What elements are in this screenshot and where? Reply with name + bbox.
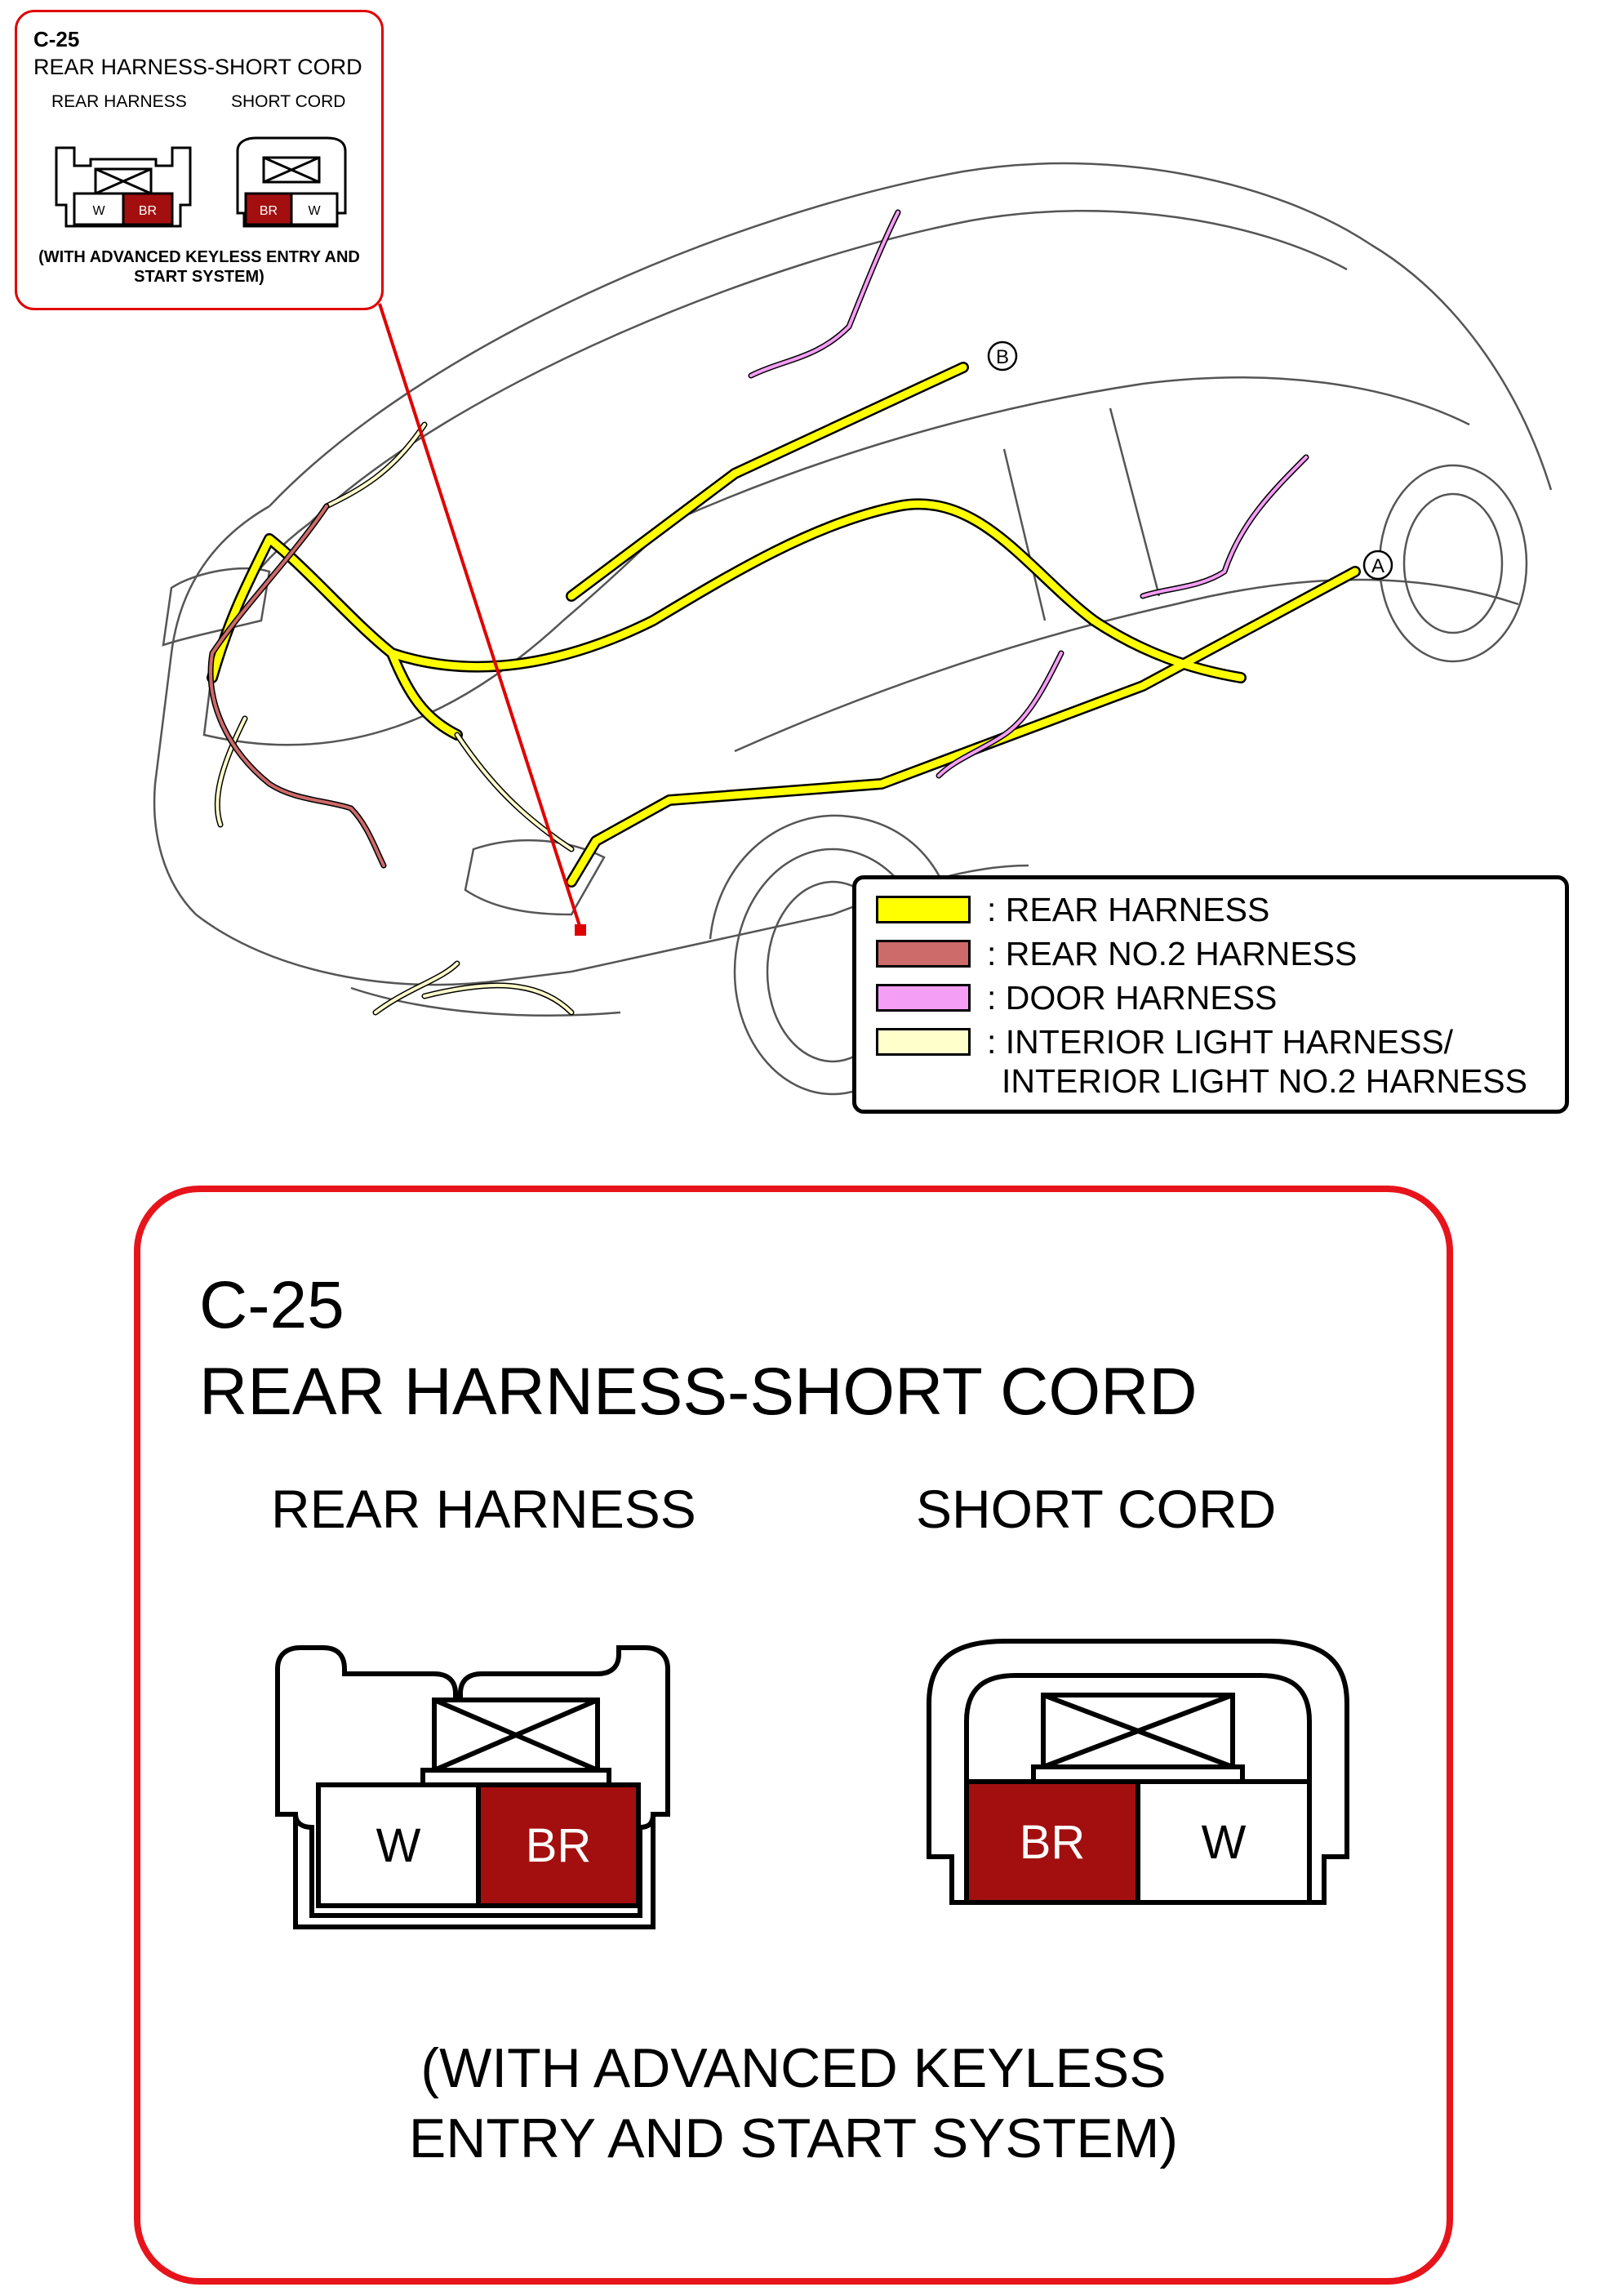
legend-label-interior-light-no2-harness: INTERIOR LIGHT NO.2 HARNESS [1002,1062,1527,1100]
svg-text:A: A [1371,555,1384,577]
harness-legend: : REAR HARNESS : REAR NO.2 HARNESS : DOO… [852,875,1569,1114]
inset-note: (WITH ADVANCED KEYLESS ENTRY AND START S… [38,248,360,286]
inset-code: C-25 [33,27,80,51]
short-cord-pin-br [964,1779,1140,1905]
connector-note-line1: (WITH ADVANCED KEYLESS [420,2037,1167,2099]
harness-routes [207,209,1361,1016]
inset-pin-br-right: BR [260,204,278,218]
rear-harness-lock-icon [420,1698,611,1787]
rear-harness-label: REAR HARNESS [271,1479,696,1539]
legend-swatch-rear-no2-harness [876,940,971,968]
inset-right-label: SHORT CORD [231,92,346,111]
rear-harness-pin-br [476,1782,641,1908]
svg-text:B: B [996,346,1009,368]
connector-note-line2: ENTRY AND START SYSTEM) [408,2107,1179,2169]
interior-light-harness-route [214,421,575,1016]
short-cord-lock-icon [1031,1693,1245,1784]
inset-left-label: REAR HARNESS [51,92,187,111]
short-cord-pin-br-label: BR [1020,1816,1086,1869]
short-cord-pin-w [1136,1779,1312,1905]
door-harness-route [748,209,1309,779]
legend-swatch-door-harness [876,984,971,1012]
connector-location-marker [575,924,586,936]
legend-label-rear-no2-harness: : REAR NO.2 HARNESS [987,935,1358,972]
rear-harness-pin-w [316,1782,481,1908]
connector-detail-callout: C-25 REAR HARNESS-SHORT CORD REAR HARNES… [134,1186,1453,2285]
inset-callout: C-25 REAR HARNESS-SHORT CORD REAR HARNES… [15,10,384,310]
rear-harness-pin-br-label: BR [526,1819,592,1872]
legend-label-interior-light-harness: : INTERIOR LIGHT HARNESS/ [987,1023,1454,1061]
connector-note: (WITH ADVANCED KEYLESS ENTRY AND START S… [140,2033,1447,2174]
inset-pin-w-left: W [92,204,105,218]
inset-title: REAR HARNESS-SHORT CORD [33,55,362,79]
callout-leader-line [378,303,583,932]
connector-diagrams: W BR BR W [275,1639,1349,1929]
car-body-outline [153,162,1553,1096]
legend-label-rear-harness: : REAR HARNESS [987,891,1270,928]
short-cord-pin-w-label: W [1202,1816,1247,1869]
marker-a: A [1362,550,1393,581]
connector-code: C-25 [199,1268,344,1342]
legend-swatch-interior-light-harness [876,1028,971,1056]
connector-title: REAR HARNESS-SHORT CORD [199,1355,1198,1429]
inset-rear-harness-connector [55,146,192,228]
rear-harness-pin-w-label: W [376,1819,421,1872]
marker-b: B [987,340,1018,372]
short-cord-label: SHORT CORD [916,1479,1277,1539]
vehicle-wiring-illustration: B A [153,162,1553,1096]
rear-harness-route [207,362,1361,888]
inset-short-cord-connector [236,136,347,228]
inset-pin-br-left: BR [139,204,157,218]
legend-label-door-harness: : DOOR HARNESS [987,979,1278,1017]
inset-pin-w-right: W [308,204,321,218]
legend-swatch-rear-harness [876,896,971,923]
inset-connectors: W BR BR W [55,136,347,228]
